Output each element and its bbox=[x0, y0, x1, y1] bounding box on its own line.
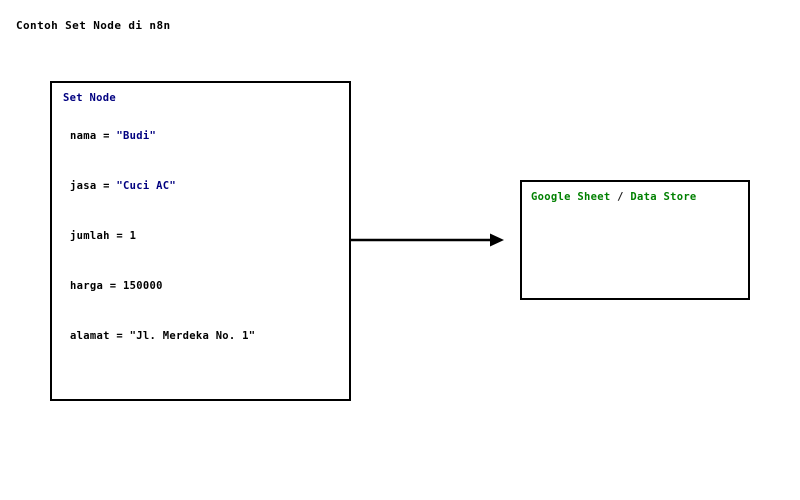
field-value: 1 bbox=[129, 230, 137, 242]
field-equals: = bbox=[109, 280, 117, 292]
field-equals: = bbox=[103, 180, 110, 192]
field-key: alamat bbox=[70, 330, 110, 342]
header-segment: Google Sheet bbox=[531, 191, 611, 203]
set-node-field-row: alamat = "Jl. Merdeka No. 1" bbox=[70, 330, 345, 380]
set-node-field-row: harga = 150000 bbox=[70, 280, 345, 330]
header-segment: / bbox=[610, 191, 631, 203]
field-key: nama bbox=[70, 130, 97, 142]
field-value: 150000 bbox=[122, 280, 163, 292]
set-node-field-row: jumlah = 1 bbox=[70, 230, 345, 280]
page-title: Contoh Set Node di n8n bbox=[16, 19, 171, 32]
field-value: "Jl. Merdeka No. 1" bbox=[129, 330, 256, 342]
field-equals: = bbox=[116, 230, 123, 242]
set-node-header: Set Node bbox=[63, 92, 116, 104]
field-key: jasa bbox=[70, 180, 97, 192]
arrow-icon bbox=[350, 233, 504, 247]
google-sheet-data-store-header: Google Sheet / Data Store bbox=[531, 191, 697, 203]
set-node-box[interactable]: Set Node nama = "Budi"jasa = "Cuci AC"ju… bbox=[50, 81, 351, 401]
field-value: "Cuci AC" bbox=[116, 180, 176, 192]
field-key: jumlah bbox=[70, 230, 110, 242]
connector-arrow bbox=[350, 228, 506, 252]
field-value: "Budi" bbox=[116, 130, 157, 142]
header-segment: Data Store bbox=[630, 191, 697, 203]
field-equals: = bbox=[103, 130, 110, 142]
google-sheet-data-store-box[interactable]: Google Sheet / Data Store bbox=[520, 180, 750, 300]
set-node-field-row: nama = "Budi" bbox=[70, 130, 345, 180]
set-node-field-row: jasa = "Cuci AC" bbox=[70, 180, 345, 230]
field-equals: = bbox=[116, 330, 123, 342]
field-key: harga bbox=[70, 280, 104, 292]
